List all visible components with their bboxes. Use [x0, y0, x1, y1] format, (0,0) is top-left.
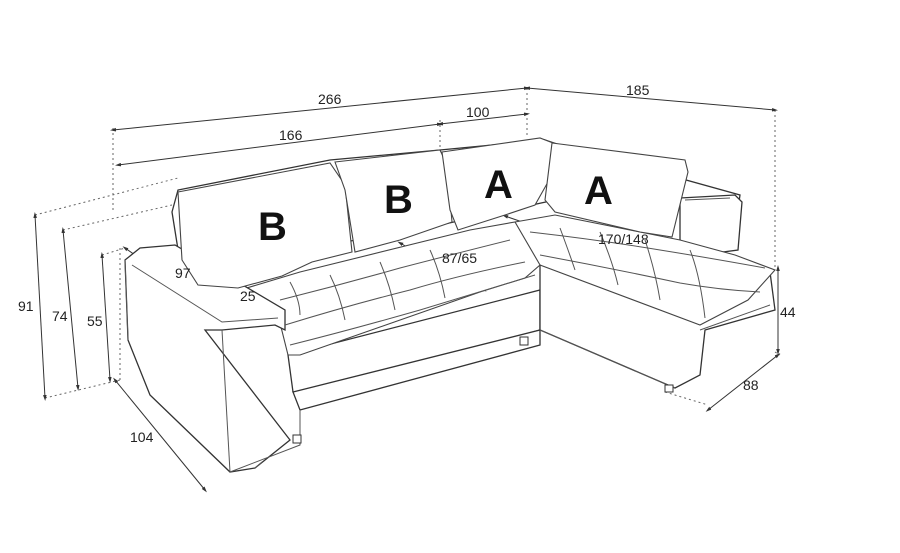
dim-height-back: 74 — [52, 308, 68, 324]
back-cushion-b2 — [334, 149, 453, 253]
dim-main-section: 166 — [279, 127, 303, 143]
dim-seat-depth: 87/65 — [442, 250, 477, 266]
back-cushion-a1 — [441, 137, 554, 231]
back-cushion-a2 — [544, 142, 689, 238]
dim-total-width: 266 — [318, 91, 342, 107]
cushion-label-b2: B — [384, 178, 413, 222]
dim-height-arm: 55 — [87, 313, 103, 329]
dim-arm-length: 97 — [175, 265, 191, 281]
cushion-label-b1: B — [258, 205, 287, 249]
dim-depth-chaise: 88 — [743, 377, 759, 393]
dim-chaise-length: 170/148 — [598, 231, 649, 247]
dim-arm-width: 25 — [240, 288, 256, 304]
sofa-outline — [124, 137, 776, 473]
dim-height-chaise: 44 — [780, 304, 796, 320]
cushion-label-a2: A — [584, 169, 613, 213]
back-cushion-b1 — [177, 162, 353, 289]
cushion-label-a1: A — [484, 163, 513, 207]
dim-height-total: 91 — [18, 298, 34, 314]
dim-corner-section: 100 — [466, 104, 490, 120]
dim-corner-depth: 185 — [626, 82, 650, 98]
dim-depth-main: 104 — [130, 429, 154, 445]
